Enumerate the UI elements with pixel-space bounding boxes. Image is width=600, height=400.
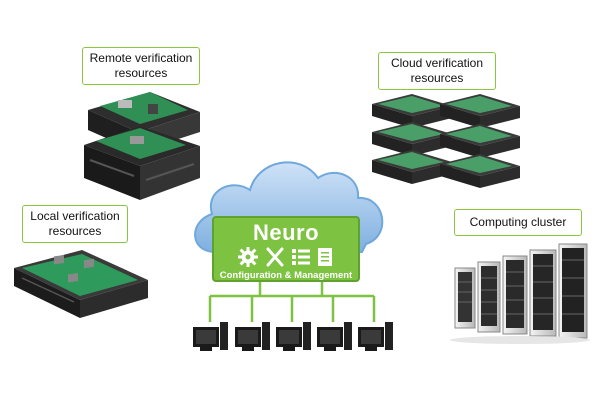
local-label-line-2: resources xyxy=(48,224,102,238)
connector-lines xyxy=(208,282,376,322)
workstation-3 xyxy=(276,322,311,351)
workstation-4 xyxy=(317,322,352,351)
neuro-management-panel: Neuro xyxy=(212,216,360,282)
cluster-label-text: Computing cluster xyxy=(469,215,567,229)
workstation-2 xyxy=(235,322,270,351)
workstation-1 xyxy=(193,322,228,351)
panel-subtitle: Configuration & Management xyxy=(219,270,353,281)
panel-icons xyxy=(238,247,332,267)
cloud-hardware-image xyxy=(372,94,520,188)
gear-icon xyxy=(238,247,258,267)
local-hardware-image xyxy=(14,250,148,318)
cloud-verification-label: Cloud verification resources xyxy=(378,52,496,90)
document-icon xyxy=(318,248,332,266)
remote-verification-label: Remote verification resources xyxy=(82,47,200,85)
local-verification-label: Local verification resources xyxy=(22,205,128,243)
computing-cluster-image xyxy=(450,243,590,344)
cloud-label-line-2: resources xyxy=(410,71,464,85)
list-icon xyxy=(292,249,310,265)
cloud-label-line-1: Cloud verification xyxy=(390,56,484,70)
remote-label-line-2: resources xyxy=(114,66,168,80)
workstations xyxy=(193,322,393,351)
remote-label-line-1: Remote verification xyxy=(89,51,193,65)
tools-icon xyxy=(266,247,284,267)
workstation-5 xyxy=(358,322,393,351)
computing-cluster-label: Computing cluster xyxy=(454,209,582,236)
panel-title: Neuro xyxy=(252,220,320,245)
remote-hardware-image xyxy=(84,92,200,200)
local-label-line-1: Local verification xyxy=(30,209,120,223)
